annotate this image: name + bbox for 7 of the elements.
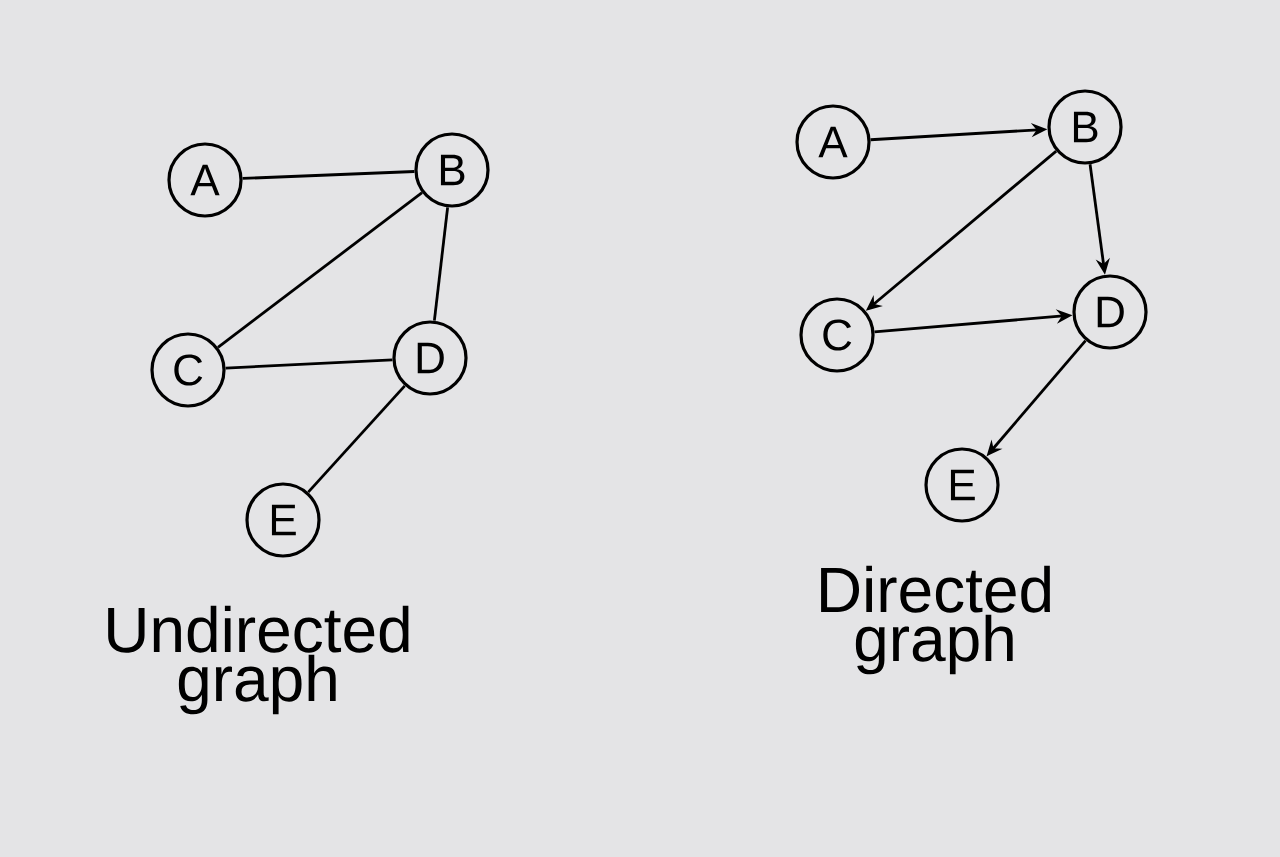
graph-caption: Undirected graph	[108, 605, 409, 715]
connector-line	[225, 358, 393, 370]
connector-line	[307, 384, 406, 494]
connector-line	[242, 170, 415, 180]
connector-line	[217, 191, 423, 349]
connector-line	[432, 207, 450, 321]
graph-caption: Directed graph	[821, 565, 1050, 675]
